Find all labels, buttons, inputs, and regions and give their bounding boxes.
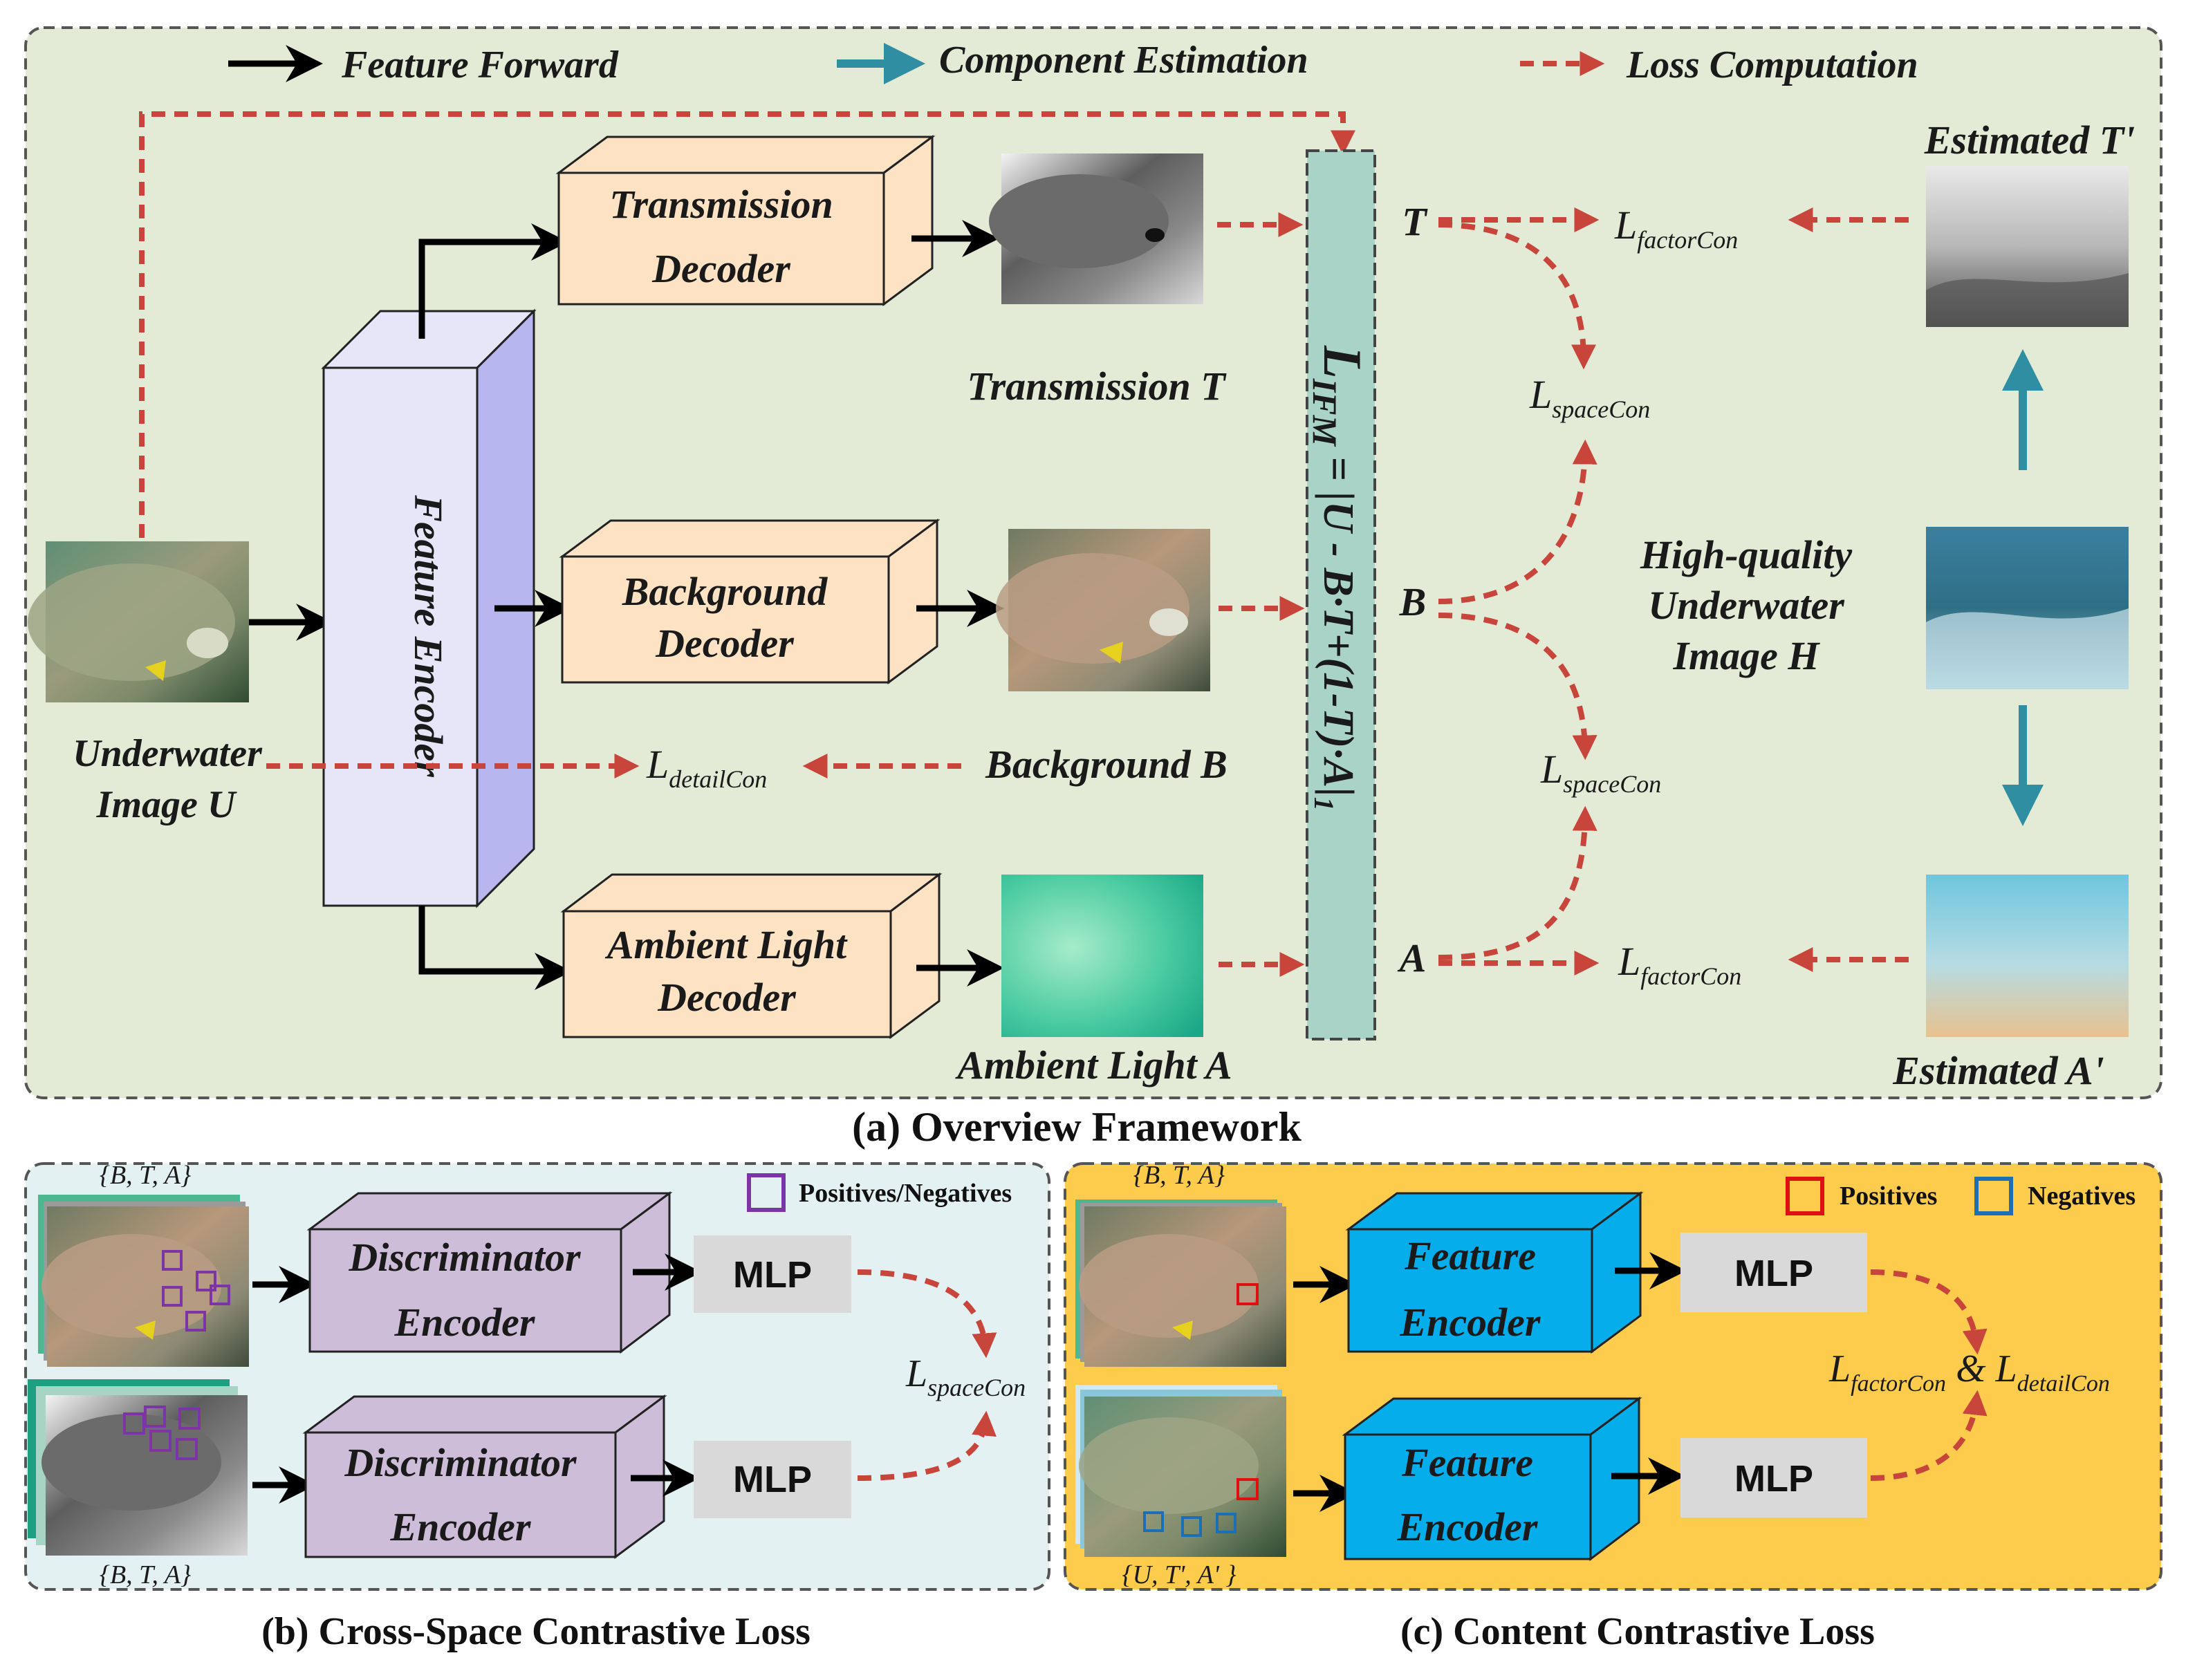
panel-b-mlp-bottom <box>694 1441 851 1518</box>
panel-b-encoder-bottom-label-1: Discriminator <box>344 1440 577 1485</box>
panel-b-loss: LspaceCon <box>905 1352 1026 1401</box>
panel-b-title: (b) Cross-Space Contrastive Loss <box>261 1610 811 1653</box>
panel-b-mlp-top-to-loss-arrow <box>857 1269 997 1359</box>
panel-c-legend-negative-box <box>1974 1177 2013 1215</box>
panel-b-image-bottom <box>28 1379 248 1556</box>
panel-c-set-bottom: {U, T', A' } <box>1122 1560 1236 1589</box>
panel-c-mlp-bottom-to-loss-arrow <box>1870 1390 1988 1481</box>
panel-b-legend-box <box>747 1173 786 1212</box>
panel-b-set-top: {B, T, A} <box>100 1161 191 1190</box>
l-factor-bottom: LfactorCon <box>1618 939 1741 990</box>
panel-c-encoder-top-label-2: Encoder <box>1400 1300 1541 1345</box>
panel-b-image-top <box>38 1195 249 1367</box>
encoder-to-transmission-arrow <box>418 223 568 339</box>
a-to-space-arrow <box>1438 805 1597 960</box>
b-to-space-top-arrow <box>1438 439 1597 604</box>
ambient-light-image <box>1001 875 1203 1037</box>
var-b: B <box>1399 579 1427 624</box>
input-to-ifm-arrow <box>139 111 1355 538</box>
ambient-decoder-label-2: Decoder <box>657 975 796 1020</box>
panel-c-legend-negative: Negatives <box>2028 1182 2136 1211</box>
panel-c-legend-positive: Positives <box>1840 1182 1937 1211</box>
panel-c-mlp-top <box>1680 1233 1867 1312</box>
panel-c-mlp-top-to-loss-arrow <box>1870 1269 1988 1355</box>
panel-b-mlp-top <box>694 1235 851 1313</box>
encoder-to-ambient-arrow <box>418 906 572 990</box>
panel-b-encoder-top-label-2: Encoder <box>394 1300 535 1345</box>
panel-a-title: (a) Overview Framework <box>852 1104 1302 1150</box>
panel-c-set-top: {B, T, A} <box>1133 1161 1225 1190</box>
l-factor-top: LfactorCon <box>1614 203 1738 254</box>
input-image-label-line2: Image U <box>96 783 237 826</box>
panel-b-mlp-bottom-to-loss-arrow <box>857 1410 997 1481</box>
background-decoder-label-2: Decoder <box>655 621 794 666</box>
legend-feature-forward: Feature Forward <box>341 44 619 86</box>
panel-b-set-bottom: {B, T, A} <box>100 1560 191 1589</box>
background-image <box>996 529 1210 691</box>
high-quality-image <box>1926 527 2129 689</box>
ambient-decoder-block <box>560 872 943 1039</box>
legend-component-estimation: Component Estimation <box>939 39 1308 82</box>
feature-encoder-label: Feature Encoder <box>406 494 451 777</box>
transmission-label: Transmission T <box>967 364 1227 409</box>
panel-b-mlp-top-label: MLP <box>733 1254 812 1296</box>
background-decoder-label-1: Background <box>622 569 828 614</box>
panel-b-discriminator-encoder-top <box>306 1191 673 1354</box>
panel-c-image-bottom <box>1075 1385 1286 1557</box>
transmission-decoder-block <box>555 135 936 306</box>
l-detail: LdetailCon <box>646 742 767 793</box>
panel-c-encoder-top-label-1: Feature <box>1404 1233 1536 1278</box>
transmission-image <box>989 153 1203 304</box>
ambient-light-label: Ambient Light A <box>955 1043 1232 1088</box>
panel-c-encoder-bottom-label-2: Encoder <box>1397 1504 1538 1549</box>
var-a: A <box>1398 935 1427 980</box>
panel-c-mlp-bottom-label: MLP <box>1734 1458 1813 1500</box>
estimated-a-image <box>1926 875 2129 1037</box>
panel-c-mlp-top-label: MLP <box>1734 1253 1813 1294</box>
background-decoder-block <box>559 519 941 684</box>
t-to-space-arrow <box>1438 222 1596 370</box>
panel-b-encoder-top-label-1: Discriminator <box>348 1235 581 1280</box>
hq-label-line3: Image H <box>1672 633 1820 678</box>
ifm-loss-bar <box>1306 149 1376 1040</box>
var-t: T <box>1402 199 1428 244</box>
b-to-space-bottom-arrow <box>1438 613 1597 760</box>
panel-c-image-top <box>1075 1200 1286 1367</box>
input-image-u <box>28 541 249 702</box>
l-space-top: LspaceCon <box>1529 372 1650 423</box>
panel-c-feature-encoder-top <box>1345 1191 1644 1354</box>
panel-c-mlp-bottom <box>1680 1438 1867 1518</box>
ambient-decoder-label-1: Ambient Light <box>605 922 848 967</box>
panel-b-legend-label: Positives/Negatives <box>799 1179 1012 1208</box>
feature-encoder-block <box>321 308 537 908</box>
estimated-a-label: Estimated A' <box>1892 1048 2104 1093</box>
hq-label-line1: High-quality <box>1640 532 1852 577</box>
background-label: Background B <box>985 742 1228 787</box>
legend-loss-computation: Loss Computation <box>1626 44 1918 86</box>
hq-label-line2: Underwater <box>1648 583 1844 628</box>
panel-c-legend-positive-box <box>1786 1177 1824 1215</box>
panel-b-mlp-bottom-label: MLP <box>733 1459 812 1500</box>
panel-c-loss: LfactorCon & LdetailCon <box>1828 1347 2110 1397</box>
svg-text:LIFM = |U - B·T+(1-T)·A|1: LIFM = |U - B·T+(1-T)·A|1 <box>1306 345 1373 811</box>
l-space-bottom: LspaceCon <box>1540 747 1661 798</box>
ifm-loss-formula: LIFM = |U - B·T+(1-T)·A|1 <box>1306 345 1373 811</box>
panel-b-encoder-bottom-label-2: Encoder <box>390 1504 531 1549</box>
transmission-decoder-label-1: Transmission <box>609 182 833 227</box>
transmission-decoder-label-2: Decoder <box>651 246 790 291</box>
estimated-t-image <box>1926 166 2129 327</box>
panel-c-title: (c) Content Contrastive Loss <box>1400 1610 1875 1653</box>
panel-c-encoder-bottom-label-1: Feature <box>1401 1440 1533 1485</box>
estimated-t-label: Estimated T' <box>1924 118 2136 162</box>
input-image-label-line1: Underwater <box>73 732 263 775</box>
